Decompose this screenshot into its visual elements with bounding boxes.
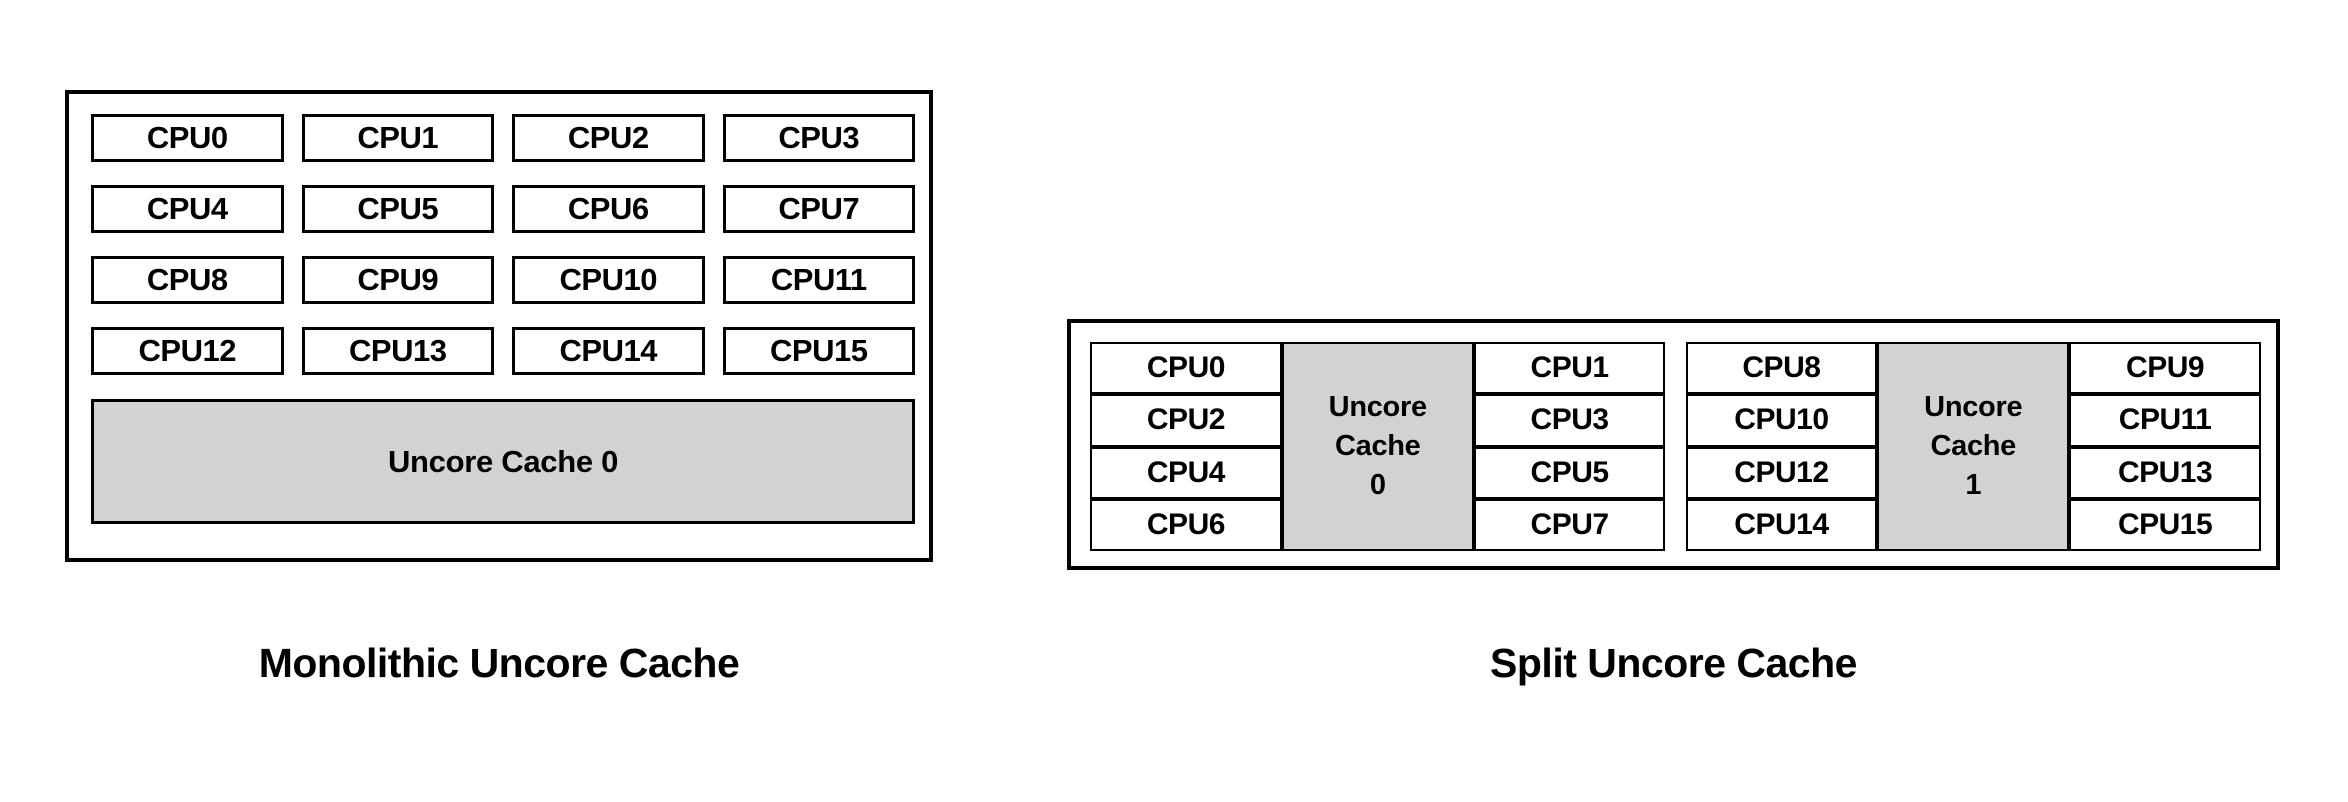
uncore-cache-block: Uncore Cache 0 [1281, 342, 1474, 551]
cpu-box: CPU7 [722, 185, 915, 233]
cpu-box: CPU9 [2069, 342, 2261, 395]
cpu-box: CPU3 [722, 114, 915, 162]
cpu-box: CPU0 [91, 114, 284, 162]
cpu-box: CPU10 [512, 256, 705, 304]
uncore-cache-line-3: 0 [1369, 469, 1386, 502]
cpu-box: CPU1 [1473, 342, 1666, 395]
cpu-box: CPU13 [2069, 446, 2261, 499]
cpu-box: CPU7 [1473, 498, 1666, 551]
cpu-box: CPU15 [722, 327, 915, 375]
monolithic-diagram-outer-box: CPU0 CPU1 CPU2 CPU3 CPU4 CPU5 CPU6 CPU7 … [65, 90, 933, 562]
monolithic-cpu-grid: CPU0 CPU1 CPU2 CPU3 CPU4 CPU5 CPU6 CPU7 … [91, 114, 915, 375]
split-cluster-1: CPU8 CPU10 CPU12 CPU14 Uncore Cache 1 CP… [1685, 342, 2262, 551]
uncore-cache-line-2: Cache [1930, 429, 2017, 462]
cpu-box: CPU1 [301, 114, 494, 162]
cpu-box: CPU11 [722, 256, 915, 304]
cpu-box: CPU2 [1090, 394, 1282, 447]
cpu-box: CPU8 [91, 256, 284, 304]
cpu-box: CPU6 [1090, 498, 1282, 551]
cpu-box: CPU4 [1090, 446, 1282, 499]
cpu-box: CPU11 [2069, 394, 2261, 447]
cpu-box: CPU8 [1685, 342, 1878, 395]
cpu-box: CPU6 [512, 185, 705, 233]
cpu-box: CPU0 [1090, 342, 1282, 395]
split-diagram-caption: Split Uncore Cache [1490, 640, 1857, 686]
uncore-cache-line-2: Cache [1334, 429, 1421, 462]
cpu-box: CPU12 [1685, 446, 1878, 499]
uncore-cache-line-1: Uncore [1328, 390, 1427, 423]
uncore-cache-line-1: Uncore [1924, 390, 2023, 423]
cpu-box: CPU3 [1473, 394, 1666, 447]
uncore-cache-block: Uncore Cache 1 [1877, 342, 2070, 551]
cpu-box: CPU5 [301, 185, 494, 233]
cpu-box: CPU9 [301, 256, 494, 304]
cpu-box: CPU14 [512, 327, 705, 375]
cpu-box: CPU5 [1473, 446, 1666, 499]
split-cluster-0: CPU0 CPU2 CPU4 CPU6 Uncore Cache 0 CPU1 … [1090, 342, 1666, 551]
cpu-box: CPU12 [91, 327, 284, 375]
cpu-box: CPU15 [2069, 498, 2261, 551]
split-cluster-container: CPU0 CPU2 CPU4 CPU6 Uncore Cache 0 CPU1 … [1090, 342, 2261, 551]
monolithic-diagram-caption: Monolithic Uncore Cache [258, 640, 740, 686]
cpu-box: CPU2 [512, 114, 705, 162]
cpu-box: CPU14 [1685, 498, 1878, 551]
uncore-cache-block: Uncore Cache 0 [91, 399, 915, 524]
uncore-cache-line-3: 1 [1965, 469, 1982, 502]
cpu-box: CPU10 [1685, 394, 1878, 447]
split-diagram-outer-box: CPU0 CPU2 CPU4 CPU6 Uncore Cache 0 CPU1 … [1067, 319, 2280, 570]
cpu-box: CPU4 [91, 185, 284, 233]
cpu-box: CPU13 [301, 327, 494, 375]
